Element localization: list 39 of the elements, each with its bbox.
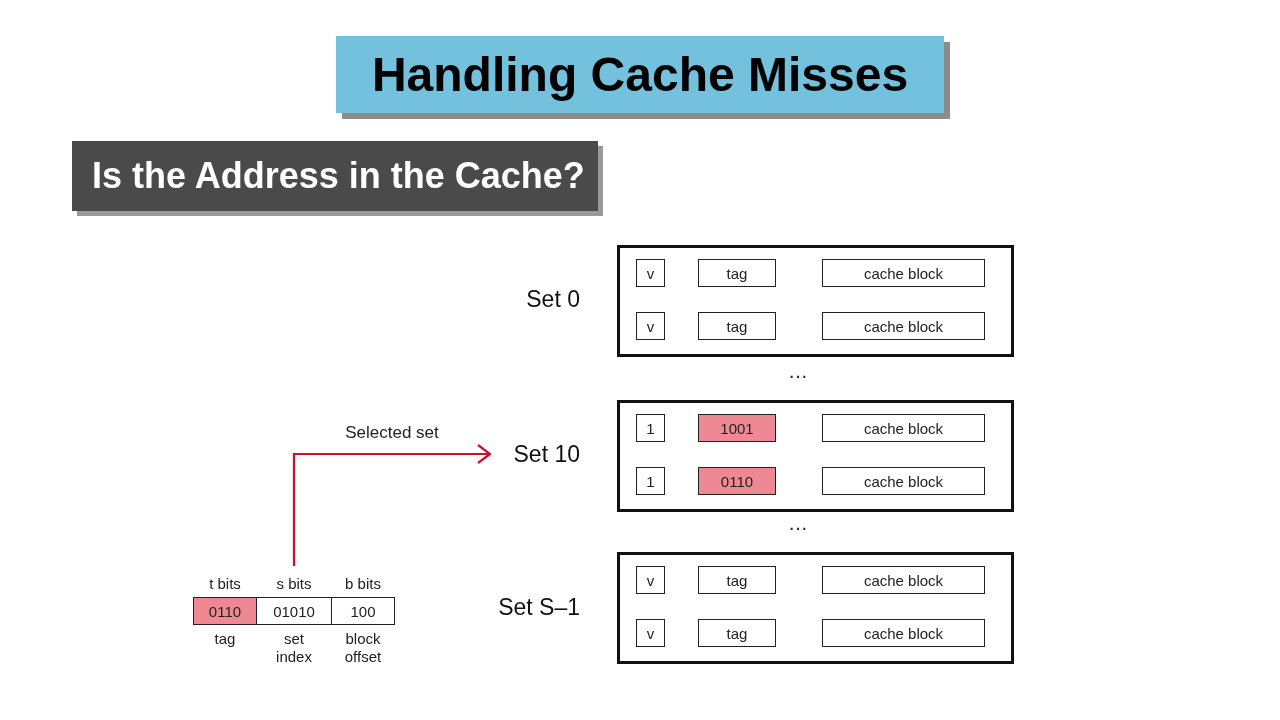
address-field-cell: 100 xyxy=(331,597,395,625)
cache-block-cell: cache block xyxy=(822,619,985,647)
cache-block-cell: cache block xyxy=(822,259,985,287)
cache-block-cell: cache block xyxy=(822,566,985,594)
set-label: Set 10 xyxy=(490,440,580,468)
tag-cell: tag xyxy=(698,566,776,594)
cache-block-cell: cache block xyxy=(822,414,985,442)
valid-bit-cell: 1 xyxy=(636,414,665,442)
cache-set-box xyxy=(617,552,1014,664)
valid-bit-cell: v xyxy=(636,312,665,340)
address-field-cell: 01010 xyxy=(256,597,332,625)
tag-cell: 1001 xyxy=(698,414,776,442)
set-label: Set S–1 xyxy=(490,593,580,621)
cache-block-cell: cache block xyxy=(822,467,985,495)
valid-bit-cell: 1 xyxy=(636,467,665,495)
valid-bit-cell: v xyxy=(636,259,665,287)
field-caption: block offset xyxy=(343,630,383,666)
title-text: Handling Cache Misses xyxy=(371,50,909,99)
cache-set-box xyxy=(617,400,1014,512)
tag-cell: tag xyxy=(698,259,776,287)
ellipsis: … xyxy=(788,513,808,533)
address-field-cell: 0110 xyxy=(193,597,257,625)
set-label: Set 0 xyxy=(490,285,580,313)
valid-bit-cell: v xyxy=(636,619,665,647)
tag-cell: tag xyxy=(698,312,776,340)
tag-cell: tag xyxy=(698,619,776,647)
cache-set-box xyxy=(617,245,1014,357)
field-heading: t bits xyxy=(209,575,241,593)
field-heading: b bits xyxy=(345,575,381,593)
heading-band xyxy=(72,141,603,216)
field-caption: tag xyxy=(213,630,237,648)
field-caption: set index xyxy=(275,630,313,666)
tag-cell: 0110 xyxy=(698,467,776,495)
valid-bit-cell: v xyxy=(636,566,665,594)
cache-block-cell: cache block xyxy=(822,312,985,340)
ellipsis: … xyxy=(788,361,808,381)
field-heading: s bits xyxy=(276,575,312,593)
arrow xyxy=(292,443,492,566)
heading-text: Is the Address in the Cache? xyxy=(92,158,585,194)
